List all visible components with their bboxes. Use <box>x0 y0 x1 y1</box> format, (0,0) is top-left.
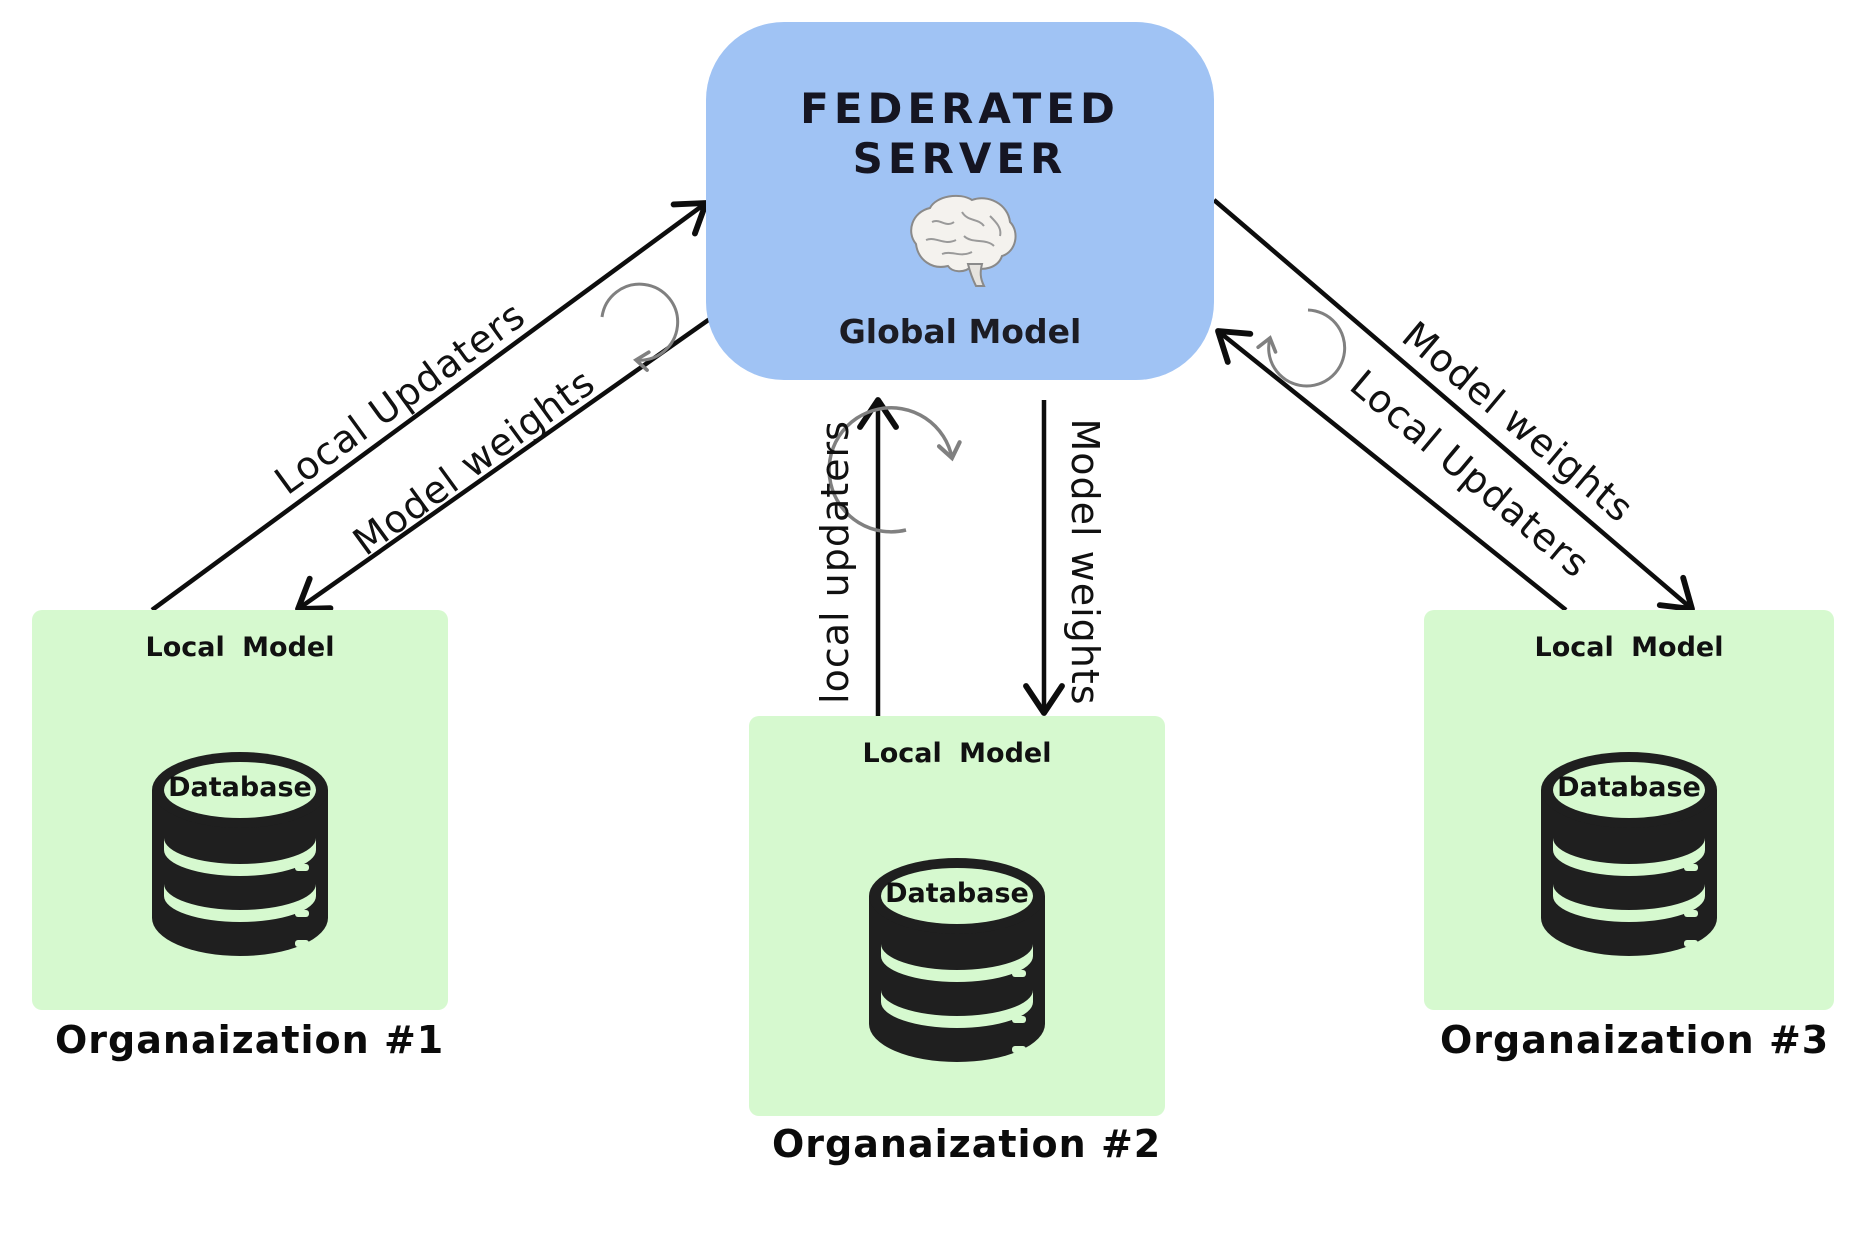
local-model-label: Local Model <box>862 738 1052 769</box>
refresh-icon <box>1256 308 1347 388</box>
database-icon: Database <box>150 750 330 960</box>
brain-icon <box>910 194 1017 287</box>
server-title-line1: FEDERATED <box>800 84 1120 133</box>
refresh-icon <box>827 406 962 534</box>
local-model-label: Local Model <box>145 632 335 663</box>
database-label: Database <box>168 772 312 803</box>
database-icon: Database <box>867 856 1047 1066</box>
arrow-org1-to-server <box>150 200 709 612</box>
arrow-server-to-org3 <box>1212 198 1695 612</box>
arrow-org3-to-server <box>1215 328 1568 612</box>
organization-node-2: Local Model Database <box>749 716 1165 1116</box>
database-label: Database <box>885 878 1029 909</box>
database-label: Database <box>1557 772 1701 803</box>
edge-label-center-up: local updaters <box>813 420 857 704</box>
local-model-label: Local Model <box>1534 632 1724 663</box>
organization-node-3: Local Model Database <box>1424 610 1834 1010</box>
refresh-icon <box>600 282 680 372</box>
organization-node-1: Local Model Database <box>32 610 448 1010</box>
organization-name-2: Organaization #2 <box>772 1122 1162 1166</box>
organization-name-1: Organaization #1 <box>55 1018 445 1062</box>
database-icon: Database <box>1539 750 1719 960</box>
federated-server-node: FEDERATED SERVER Global Model <box>706 22 1214 380</box>
global-model-label: Global Model <box>838 312 1082 351</box>
edge-label-center-down: Model weights <box>1063 418 1107 706</box>
server-title-line2: SERVER <box>852 134 1068 183</box>
server-title: FEDERATED SERVER <box>706 84 1214 184</box>
organization-name-3: Organaization #3 <box>1440 1018 1830 1062</box>
